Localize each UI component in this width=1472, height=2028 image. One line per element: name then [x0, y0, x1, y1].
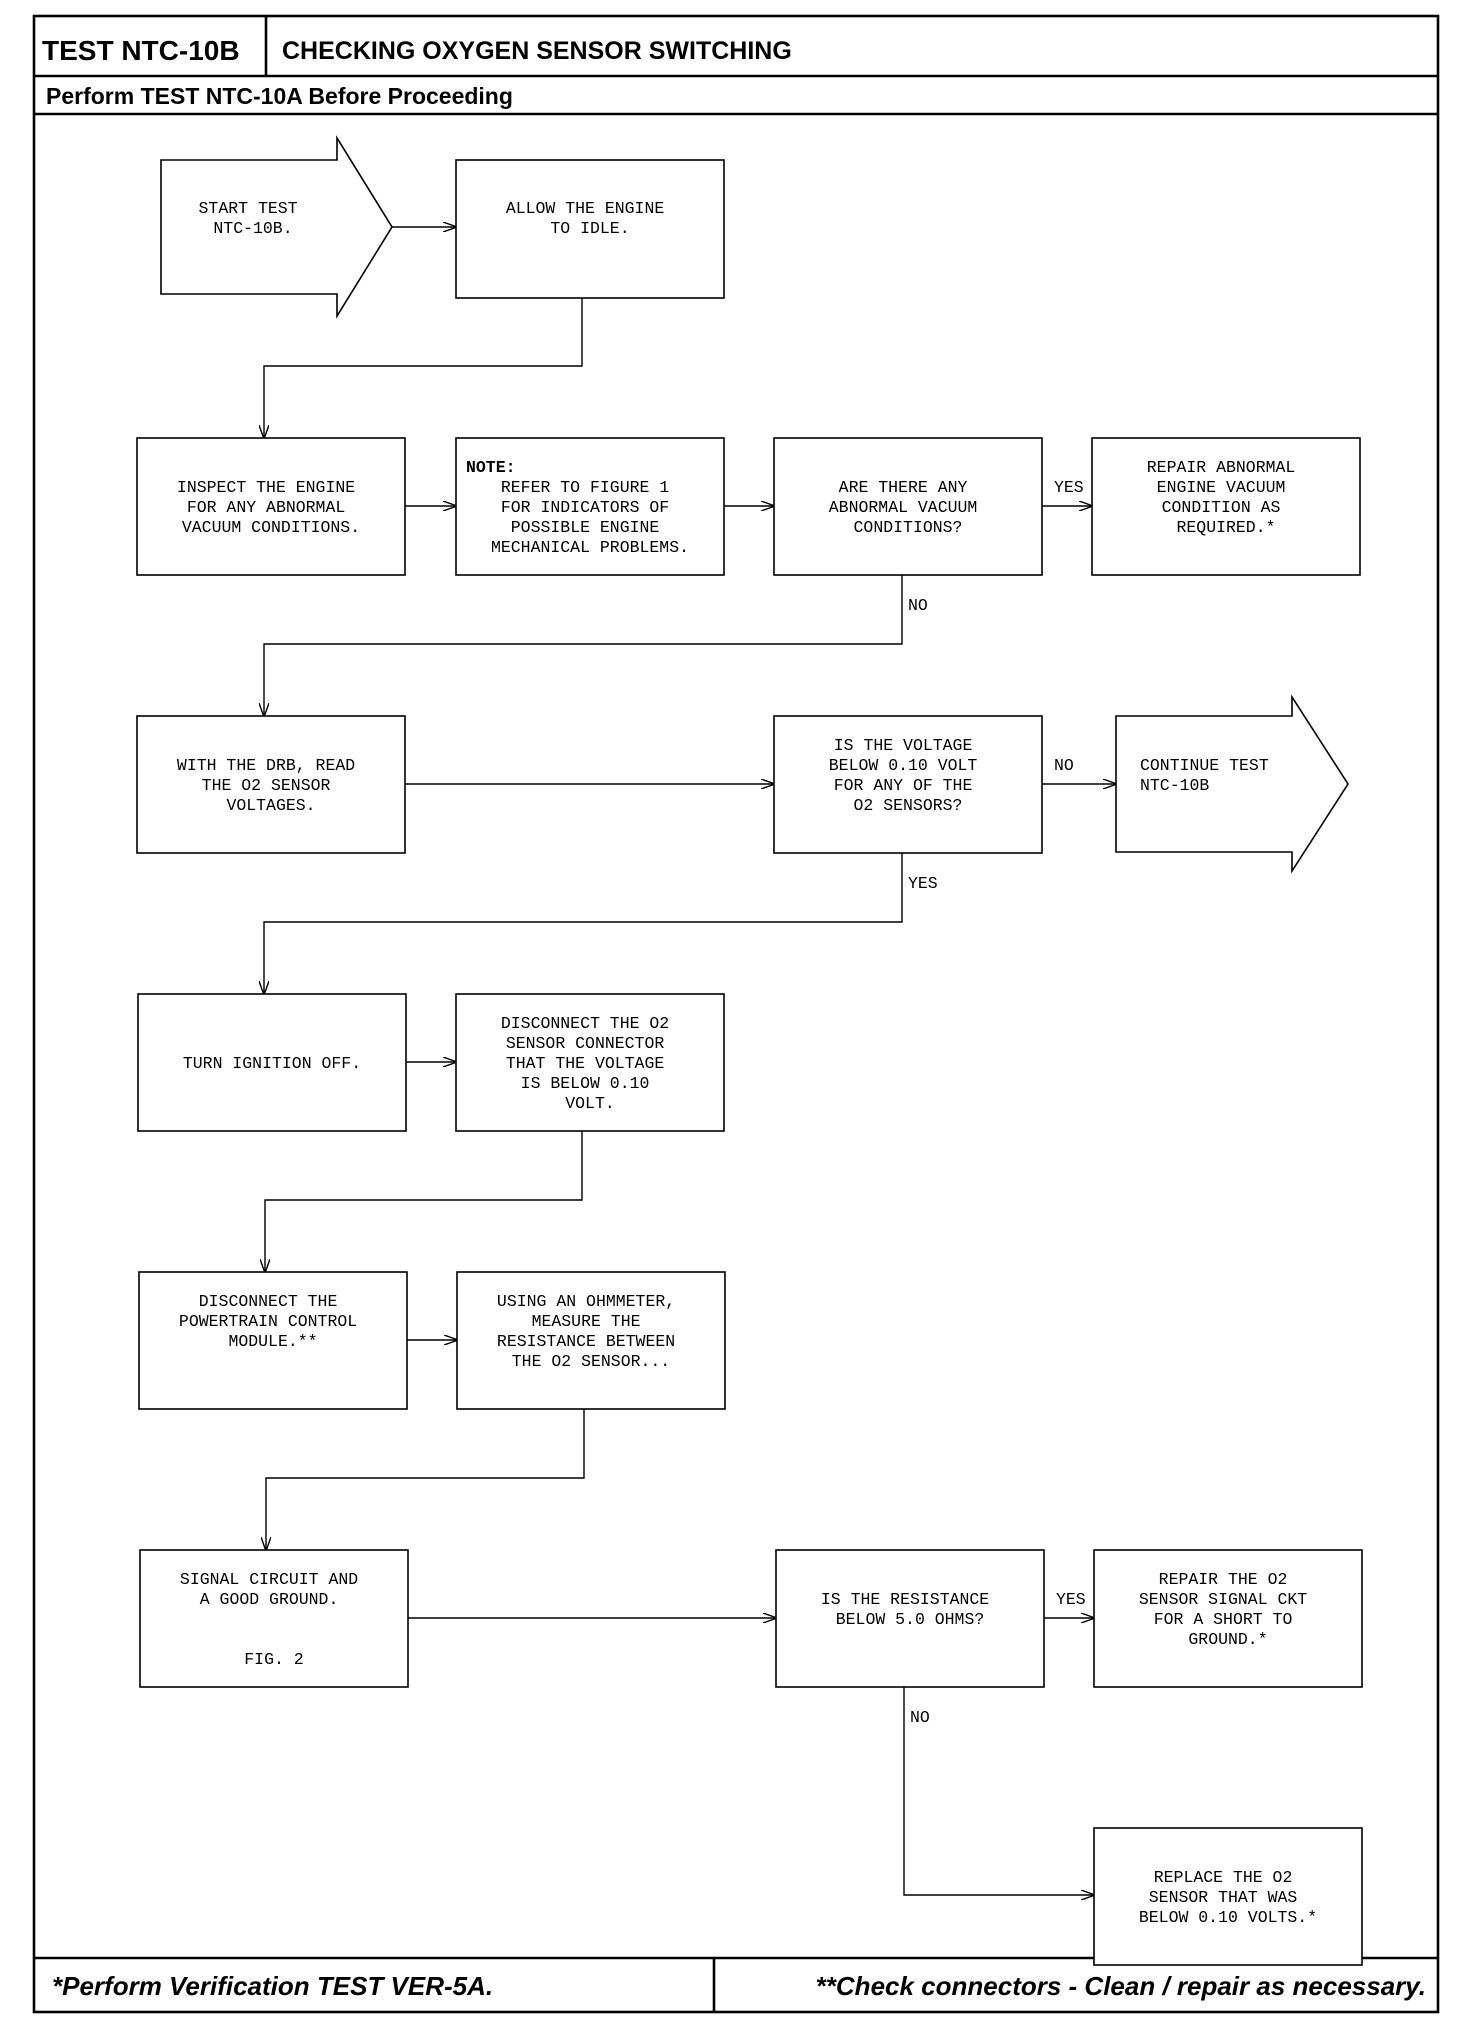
node-continue: CONTINUE TEST NTC-10B: [1115, 694, 1349, 874]
arrow-resistance-no: [903, 1687, 1094, 1895]
node-inspect: INSPECT THE ENGINE FOR ANY ABNORMAL VACU…: [136, 437, 406, 576]
node-replace-sensor-text: REPLACE THE O2 SENSOR THAT WAS BELOW 0.1…: [1139, 1868, 1317, 1927]
footer-connector-note: **Check connectors - Clean / repair as n…: [816, 1971, 1426, 2001]
node-replace-sensor: REPLACE THE O2 SENSOR THAT WAS BELOW 0.1…: [1093, 1827, 1363, 1966]
node-note-text: NOTE:: [466, 458, 516, 477]
arrow-voltage-yes: [264, 853, 903, 994]
node-resistance-question: IS THE RESISTANCE BELOW 5.0 OHMS?: [775, 1549, 1045, 1688]
note-title: NOTE:: [466, 458, 516, 477]
node-repair-vacuum: REPAIR ABNORMAL ENGINE VACUUM CONDITION …: [1091, 437, 1361, 576]
label-resistance-no: NO: [910, 1708, 930, 1727]
node-note: NOTE: REFER TO FIGURE 1 FOR INDICATORS O…: [455, 437, 725, 576]
arrow-vacuum-no: [264, 575, 903, 716]
node-signal-ground-text: SIGNAL CIRCUIT AND A GOOD GROUND. FIG. 2: [180, 1570, 368, 1669]
arrow-idle-to-inspect: [264, 298, 583, 438]
node-vacuum-question-text: ARE THERE ANY ABNORMAL VACUUM CONDITIONS…: [829, 478, 987, 537]
node-voltage-question-text: IS THE VOLTAGE BELOW 0.10 VOLT FOR ANY O…: [829, 736, 987, 815]
node-start-text: START TEST NTC-10B.: [199, 199, 308, 238]
label-voltage-no: NO: [1054, 756, 1074, 775]
node-continue-text: CONTINUE TEST NTC-10B: [1140, 756, 1279, 795]
node-disconnect-pcm-text: DISCONNECT THE POWERTRAIN CONTROL MODULE…: [179, 1292, 367, 1351]
footer-verification-note: *Perform Verification TEST VER-5A.: [52, 1971, 493, 2001]
node-idle-text: ALLOW THE ENGINE TO IDLE.: [506, 199, 674, 238]
node-disconnect-pcm: DISCONNECT THE POWERTRAIN CONTROL MODULE…: [138, 1271, 408, 1410]
page-frame: [32, 14, 1440, 2014]
node-disconnect-o2: DISCONNECT THE O2 SENSOR CONNECTOR THAT …: [455, 993, 725, 1132]
figure-reference: FIG. 2: [244, 1650, 303, 1669]
node-ohmmeter-text: USING AN OHMMETER, MEASURE THE RESISTANC…: [497, 1292, 685, 1371]
label-vacuum-no: NO: [908, 596, 928, 615]
node-read-voltage: WITH THE DRB, READ THE O2 SENSOR VOLTAGE…: [136, 715, 406, 854]
node-read-voltage-text: WITH THE DRB, READ THE O2 SENSOR VOLTAGE…: [177, 756, 365, 815]
node-repair-short: REPAIR THE O2 SENSOR SIGNAL CKT FOR A SH…: [1093, 1549, 1363, 1688]
arrow-ohmmeter-to-signal: [266, 1409, 585, 1550]
node-signal-ground: SIGNAL CIRCUIT AND A GOOD GROUND. FIG. 2: [139, 1549, 409, 1688]
node-repair-short-text: REPAIR THE O2 SENSOR SIGNAL CKT FOR A SH…: [1139, 1570, 1317, 1649]
arrow-disconnect-to-pcm: [265, 1131, 583, 1272]
node-start: START TEST NTC-10B.: [160, 135, 393, 319]
label-resistance-yes: YES: [1056, 1590, 1086, 1609]
node-disconnect-o2-text: DISCONNECT THE O2 SENSOR CONNECTOR THAT …: [501, 1014, 679, 1113]
prerequisite-note: Perform TEST NTC-10A Before Proceeding: [46, 83, 513, 109]
test-id: TEST NTC-10B: [42, 35, 240, 66]
node-ignition-off-text: TURN IGNITION OFF.: [183, 1054, 361, 1073]
node-voltage-question: IS THE VOLTAGE BELOW 0.10 VOLT FOR ANY O…: [773, 715, 1043, 854]
node-repair-vacuum-text: REPAIR ABNORMAL ENGINE VACUUM CONDITION …: [1147, 458, 1305, 537]
node-ignition-off: TURN IGNITION OFF.: [137, 993, 407, 1132]
node-idle: ALLOW THE ENGINE TO IDLE.: [455, 159, 725, 299]
node-note-body: REFER TO FIGURE 1 FOR INDICATORS OF POSS…: [491, 478, 689, 557]
node-ohmmeter: USING AN OHMMETER, MEASURE THE RESISTANC…: [456, 1271, 726, 1410]
node-inspect-text: INSPECT THE ENGINE FOR ANY ABNORMAL VACU…: [177, 478, 365, 537]
label-voltage-yes: YES: [908, 874, 938, 893]
label-vacuum-yes: YES: [1054, 478, 1084, 497]
node-resistance-question-text: IS THE RESISTANCE BELOW 5.0 OHMS?: [821, 1590, 999, 1629]
node-vacuum-question: ARE THERE ANY ABNORMAL VACUUM CONDITIONS…: [773, 437, 1043, 576]
connectors: [264, 227, 1116, 1895]
page-title: CHECKING OXYGEN SENSOR SWITCHING: [282, 37, 792, 65]
